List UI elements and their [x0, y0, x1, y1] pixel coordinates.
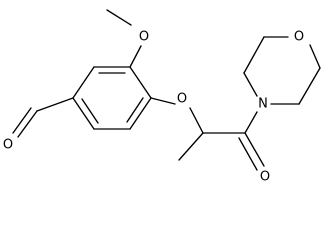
bond-ring-to-ether-o: [150, 97, 176, 105]
molecule-drawing: O O O O N O: [3, 9, 321, 185]
morpholine-bond-left-top: [243, 36, 265, 74]
bond-carbonyl-double-inner: [238, 137, 258, 171]
bond-ch-to-methyl: [178, 132, 204, 161]
morpholine-nitrogen-label: N: [258, 97, 268, 112]
bond-ring-to-cho: [36, 97, 74, 112]
bonds: [12, 9, 321, 171]
ring-bond-lower-right: [129, 97, 152, 130]
bond-cho-double-inner: [12, 107, 32, 134]
morpholine-bond-o-right: [309, 44, 321, 69]
bond-methyl-to-methoxy-o: [106, 9, 132, 26]
morpholine-bond-n-left: [243, 72, 258, 97]
ring-bond-lower-right-inner: [126, 97, 144, 123]
bond-cho-double-outer: [17, 110, 38, 138]
ring-bond-upper-right: [129, 66, 152, 99]
ring-bond-upper-left: [72, 66, 95, 99]
bond-ether-o-to-ch: [189, 107, 204, 134]
carbonyl-oxygen-label: O: [260, 170, 270, 185]
structure-canvas: O O O O N O: [3, 9, 321, 185]
bond-carbonyl-to-n: [244, 111, 258, 134]
atom-labels: O O O O N O: [3, 30, 304, 185]
ring-bond-lower-left-inner: [81, 98, 99, 124]
methoxy-oxygen-label: O: [139, 30, 149, 45]
ether-oxygen-label: O: [177, 92, 187, 107]
aldehyde-oxygen-label: O: [3, 138, 13, 153]
bond-methoxy-o-to-ring: [129, 45, 142, 68]
bond-carbonyl-double-outer: [244, 132, 265, 167]
morpholine-bond-right-bottom: [298, 67, 321, 105]
ring-bond-lower-left: [72, 97, 95, 130]
morpholine-oxygen-label: O: [294, 30, 304, 45]
